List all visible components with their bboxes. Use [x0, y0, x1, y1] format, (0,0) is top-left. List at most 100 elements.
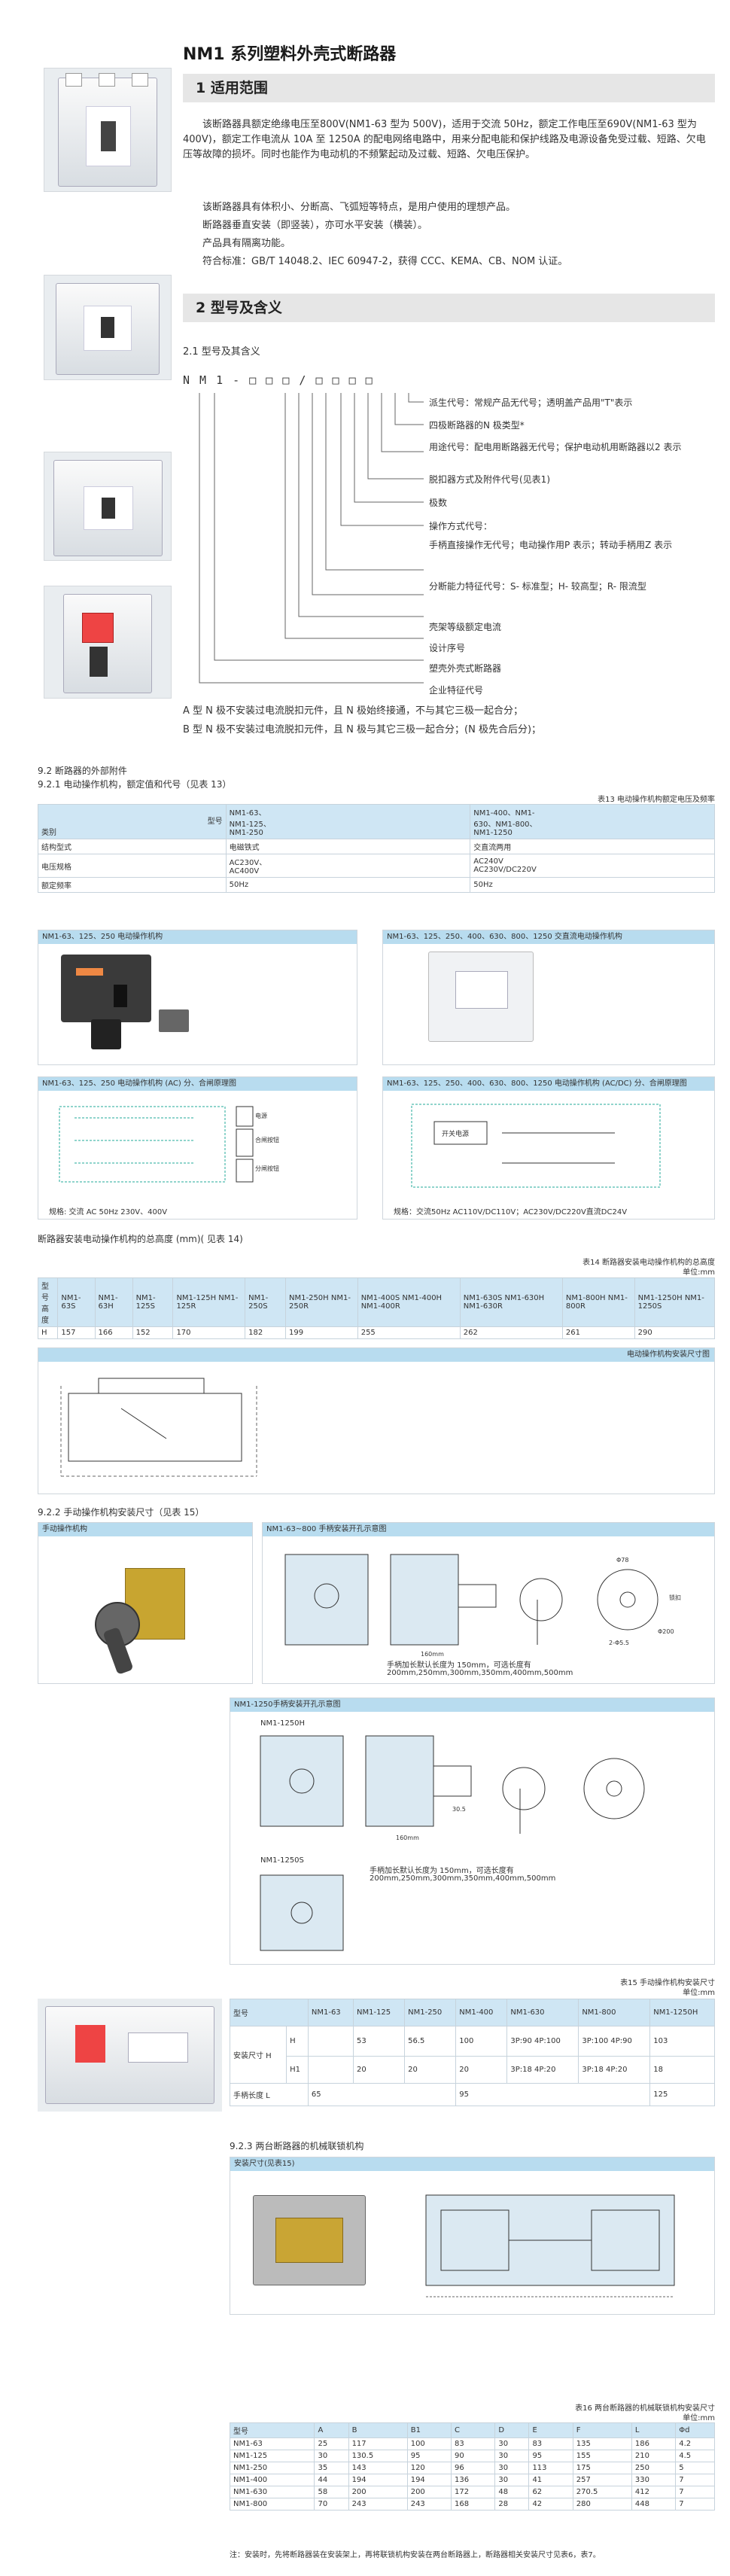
dim-phi78: Φ78	[616, 1557, 628, 1564]
mounting-dimension-panel: 电动操作机构安装尺寸图	[38, 1347, 715, 1494]
table-cell: 186	[631, 2437, 677, 2450]
table-cell: AC230V、AC400V	[225, 854, 471, 878]
model-code-tree	[199, 393, 424, 684]
table-cell: 280	[572, 2498, 632, 2511]
dim-note-2a: 手柄加长默认长度为 150mm，可选长度有	[370, 1867, 514, 1875]
table-13-corner: 型号 类别	[38, 804, 227, 839]
dim-2phi55: 2-Φ5.5	[609, 1640, 629, 1646]
panel-d-title: NM1-63、125、250、400、630、800、1250 电动操作机构 (…	[383, 1077, 714, 1091]
table-cell: 3P:18 4P:20	[578, 2056, 651, 2084]
table-cell: 5	[675, 2462, 715, 2474]
table-cell: 136	[451, 2474, 496, 2486]
table-cell: 30	[494, 2462, 530, 2474]
table-cell: 135	[572, 2437, 632, 2450]
table-13-col-2: NM1-400、NM1-630、NM1-800、NM1-1250	[470, 804, 715, 839]
section-1-para-4: 产品具有隔离功能。	[202, 238, 291, 249]
table-header: NM1-1250H	[649, 1999, 715, 2026]
dim-bar-1: NM1-63~800 手柄安装开孔示意图	[263, 1523, 714, 1536]
table-cell: 交直流两用	[470, 839, 715, 854]
table-header: NM1-630	[506, 1999, 579, 2026]
table-cell: NM1-400	[229, 2474, 315, 2486]
table-row: H1 20 20 20 3P:18 4P:20 3P:18 4P:20 18	[230, 2056, 715, 2084]
panel-c-spec: 规格: 交流 AC 50Hz 230V、400V	[49, 1208, 168, 1216]
code-label-4: 极数	[429, 498, 448, 508]
table-14-unit: 单位:mm	[683, 1268, 715, 1277]
table-cell: 262	[459, 1326, 563, 1339]
table-cell: 安装尺寸 H	[229, 2026, 287, 2084]
table-cell: H1	[286, 2056, 309, 2084]
product-photo-2	[44, 275, 172, 380]
table-header: NM1-125S	[132, 1277, 174, 1327]
table-cell: 4.2	[675, 2437, 715, 2450]
table-cell: 7	[675, 2486, 715, 2498]
table-header: NM1-400	[455, 1999, 508, 2026]
code-label-2: 用途代号：配电用断路器无代号；保护电动机用断路器以2 表示	[429, 442, 682, 452]
label-power: 电源	[255, 1112, 267, 1119]
panel-electric-operator-acdc: NM1-63、125、250、400、630、800、1250 交直流电动操作机…	[382, 930, 715, 1065]
electric-operator-photo	[61, 955, 151, 1022]
table-14: 型号 高度 NM1-63S NM1-63H NM1-125S NM1-125H …	[37, 1277, 716, 1339]
table-header: L	[631, 2422, 677, 2438]
table-cell: H	[37, 1326, 59, 1339]
code-label-6: 手柄直接操作无代号；电动操作用P 表示；转动手柄用Z 表示	[429, 540, 673, 550]
table-cell: 270.5	[572, 2486, 632, 2498]
interlock-bar: 安装尺寸(见表15)	[230, 2157, 714, 2171]
table-cell: H	[286, 2026, 309, 2057]
table-cell: 50Hz	[470, 877, 715, 893]
table-cell: 20	[352, 2056, 406, 2084]
panel-a-title: NM1-63、125、250 电动操作机构	[38, 930, 357, 944]
product-photo-3	[44, 452, 172, 561]
table-cell: 4.5	[675, 2450, 715, 2462]
label-close: 合闸按钮	[255, 1136, 279, 1143]
table-cell: 30	[494, 2450, 530, 2462]
table-cell: 3P:100 4P:90	[578, 2026, 651, 2057]
table-cell: 330	[631, 2474, 677, 2486]
table-row: 手柄长度 L 65 95 125	[230, 2083, 715, 2106]
table-cell: 200	[406, 2486, 452, 2498]
table-row: 结构型式 电磁铁式 交直流两用	[38, 839, 715, 854]
acdc-operator-photo	[428, 952, 534, 1042]
table-header: NM1-1250H NM1-1250S	[634, 1277, 716, 1327]
table-cell: 18	[649, 2056, 715, 2084]
table-15-unit: 单位:mm	[683, 1989, 715, 1997]
code-label-5: 操作方式代号：	[429, 521, 493, 531]
table-header: D	[494, 2422, 530, 2438]
table-cell: 243	[406, 2498, 452, 2511]
table-16-note: 注：安装时，先将断路器装在安装架上，再将联锁机构安装在两台断路器上，断路器相关安…	[230, 2551, 601, 2559]
section-1-heading: 1 适用范围	[183, 74, 715, 102]
table-13-caption: 表13 电动操作机构额定电压及频率	[598, 796, 715, 804]
table-cell: 96	[451, 2462, 496, 2474]
interlock-drawing	[425, 2194, 675, 2297]
table-header: NM1-125H NM1-125R	[172, 1277, 246, 1327]
table-header: 型号 高度	[37, 1277, 59, 1327]
table-cell: 194	[348, 2474, 408, 2486]
table-header: NM1-630S NM1-630H NM1-630R	[459, 1277, 563, 1327]
section-1-para-1: 该断路器具额定绝缘电压至800V(NM1-63 型为 500V)，适用于交流 5…	[183, 119, 706, 160]
table-cell: 157	[57, 1326, 96, 1339]
handle-cutout-panel-2: NM1-1250手柄安装开孔示意图 NM1-1250H 160mm 30.5 N…	[230, 1698, 715, 1965]
table-header: NM1-250	[404, 1999, 457, 2026]
table-cell: 电压规格	[38, 854, 227, 878]
table-cell: NM1-125	[229, 2450, 315, 2462]
table-cell: 175	[572, 2462, 632, 2474]
table-15-caption: 表15 手动操作机构安装尺寸	[620, 1979, 715, 1987]
table-14-title: 断路器安装电动操作机构的总高度 (mm)( 见表 14)	[38, 1234, 243, 1244]
section-2-subheading: 2.1 型号及其含义	[183, 346, 260, 358]
table-header: NM1-125	[352, 1999, 406, 2026]
dim-phi200: Φ200	[658, 1628, 674, 1635]
table-cell: 100	[455, 2026, 508, 2057]
table-row: H 157 166 152 170 182 199 255 262 261 29…	[37, 1326, 716, 1339]
handle-cutout-drawing-1: 160mm Φ78 2-Φ5.5 Φ200 锁扣	[284, 1554, 681, 1658]
table-cell: 117	[348, 2437, 408, 2450]
table-cell: 250	[631, 2462, 677, 2474]
table-cell: 35	[314, 2462, 349, 2474]
table-cell: 95	[406, 2450, 452, 2462]
dim-30-5: 30.5	[452, 1806, 466, 1813]
